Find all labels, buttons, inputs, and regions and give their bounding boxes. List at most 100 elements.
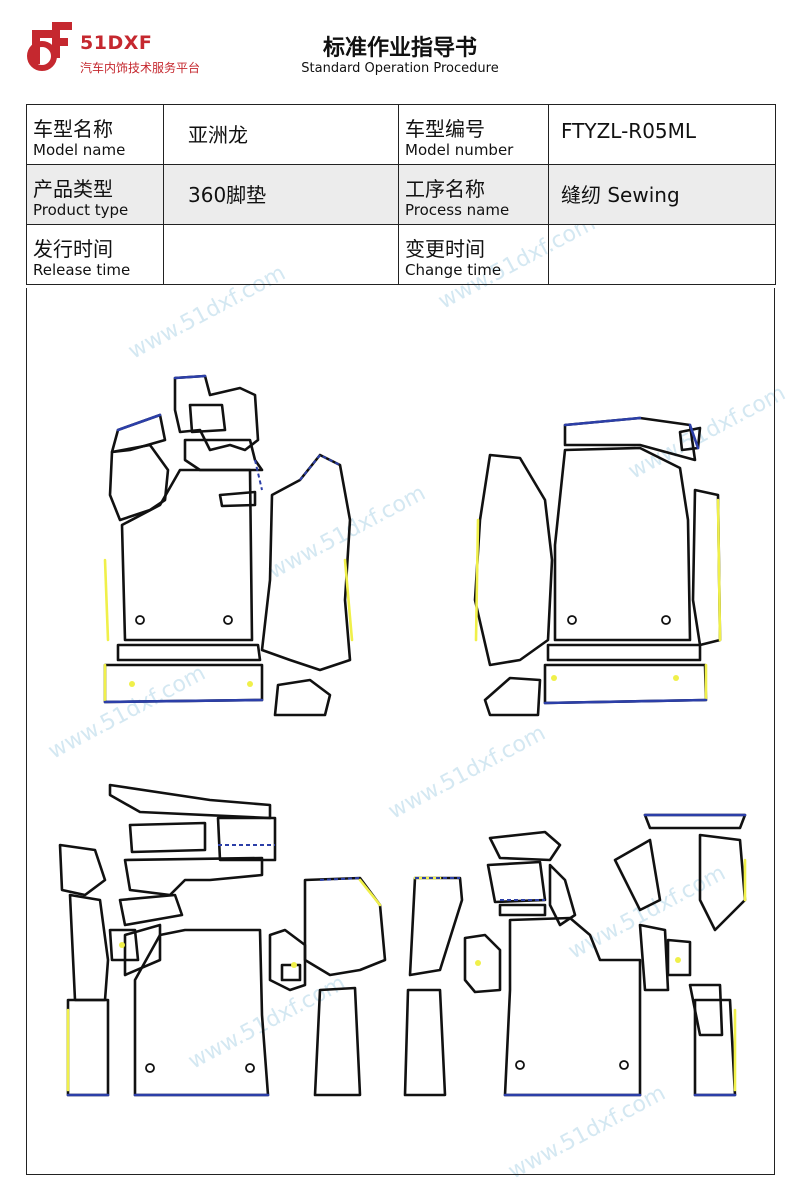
- pattern-piece: [688, 983, 724, 1037]
- rear-left-mat-set: [58, 783, 387, 1097]
- pattern-piece: [403, 988, 447, 1097]
- pattern-piece: [116, 643, 262, 662]
- pattern-piece: [58, 843, 107, 897]
- pattern-piece: [128, 821, 207, 854]
- process-name-value: 缝纫 Sewing: [548, 164, 776, 225]
- label-en: Model number: [405, 141, 514, 159]
- pattern-piece: [543, 663, 708, 705]
- pattern-piece: [691, 488, 722, 647]
- pattern-piece: [280, 963, 302, 982]
- pattern-piece: [260, 453, 352, 672]
- model-number-label: 车型编号 Model number: [398, 104, 549, 165]
- label-cn: 车型名称: [33, 117, 113, 141]
- edge-trim: [343, 558, 354, 642]
- label-en: Process name: [405, 201, 510, 219]
- pattern-piece: [68, 893, 110, 1002]
- marker-dot: [551, 675, 557, 681]
- pattern-piece: [133, 928, 270, 1097]
- pattern-piece: [613, 838, 662, 912]
- product-type-text: 360脚垫: [188, 183, 267, 207]
- pattern-drawing-area: [26, 288, 775, 1175]
- fixing-hole: [135, 615, 145, 625]
- product-type-label: 产品类型 Product type: [26, 164, 164, 225]
- edge-binding: [116, 413, 162, 432]
- logo-tagline: 汽车内饰技术服务平台: [80, 61, 201, 75]
- dashed-stitch-line: [254, 459, 263, 491]
- label-en: Model name: [33, 141, 126, 159]
- change-time-label: 变更时间 Change time: [398, 224, 549, 285]
- release-time-label: 发行时间 Release time: [26, 224, 164, 285]
- model-name-value: 亚洲龙: [163, 104, 399, 165]
- front-left-mat-set: [103, 374, 354, 717]
- model-name-label: 车型名称 Model name: [26, 104, 164, 165]
- pattern-piece: [273, 678, 332, 717]
- change-time-value: [548, 224, 776, 285]
- edge-binding: [103, 698, 264, 704]
- edge-binding: [543, 698, 708, 705]
- pattern-piece: [693, 998, 737, 1097]
- process-name-text: 缝纫 Sewing: [561, 183, 680, 207]
- pattern-piece: [118, 893, 184, 927]
- pattern-piece: [216, 816, 277, 862]
- fixing-hole: [619, 1060, 629, 1070]
- marker-dot: [475, 960, 481, 966]
- product-type-value: 360脚垫: [163, 164, 399, 225]
- front-right-mat-set: [473, 416, 722, 717]
- fixing-hole: [661, 615, 671, 625]
- pattern-piece: [503, 916, 642, 1097]
- pattern-piece: [303, 876, 387, 977]
- pattern-piece: [698, 833, 747, 932]
- pattern-piece: [553, 446, 692, 642]
- fixing-hole: [223, 615, 233, 625]
- pattern-piece: [473, 453, 554, 667]
- pattern-piece: [408, 876, 464, 977]
- info-row: 发行时间 Release time 变更时间 Change time: [26, 224, 776, 285]
- pattern-piece: [546, 643, 702, 662]
- pattern-piece: [638, 923, 670, 992]
- label-cn: 工序名称: [405, 177, 485, 201]
- pattern-piece: [498, 903, 547, 917]
- pattern-piece: [183, 438, 264, 472]
- marker-dot: [247, 681, 253, 687]
- pattern-piece: [173, 374, 260, 452]
- label-en: Release time: [33, 261, 131, 279]
- pattern-piece: [218, 490, 257, 508]
- pattern-piece: [483, 676, 542, 717]
- info-row: 车型名称 Model name 亚洲龙 车型编号 Model number FT…: [26, 104, 776, 165]
- pattern-piece: [120, 468, 254, 642]
- label-en: Change time: [405, 261, 502, 279]
- model-name-text: 亚洲龙: [188, 123, 248, 147]
- pattern-piece: [108, 443, 170, 522]
- process-name-label: 工序名称 Process name: [398, 164, 549, 225]
- marker-dot: [119, 942, 125, 948]
- pattern-piece: [666, 938, 692, 977]
- pattern-piece: [313, 986, 362, 1097]
- dashed-stitch-line: [299, 453, 341, 481]
- edge-binding: [563, 416, 642, 427]
- marker-dot: [673, 675, 679, 681]
- edge-binding: [173, 374, 207, 380]
- pattern-piece: [123, 856, 264, 897]
- label-cn: 发行时间: [33, 237, 113, 261]
- marker-dot: [675, 957, 681, 963]
- fixing-hole: [515, 1060, 525, 1070]
- pattern-piece: [643, 813, 747, 830]
- marker-dot: [129, 681, 135, 687]
- edge-trim: [716, 498, 722, 642]
- logo-mark-icon: [27, 22, 72, 71]
- pattern-piece: [108, 783, 272, 820]
- release-time-value: [163, 224, 399, 285]
- pattern-piece: [188, 403, 227, 434]
- marker-dot: [291, 962, 297, 968]
- pattern-piece: [268, 928, 307, 992]
- pattern-piece: [548, 863, 577, 927]
- model-number-value: FTYZL-R05ML: [548, 104, 776, 165]
- edge-binding: [688, 423, 700, 450]
- page-subtitle: Standard Operation Procedure: [301, 61, 499, 76]
- label-cn: 车型编号: [405, 117, 485, 141]
- pattern-piece: [123, 923, 162, 977]
- logo-brand: 51DXF: [80, 32, 153, 54]
- label-cn: 变更时间: [405, 237, 485, 261]
- pattern-piece: [103, 663, 264, 704]
